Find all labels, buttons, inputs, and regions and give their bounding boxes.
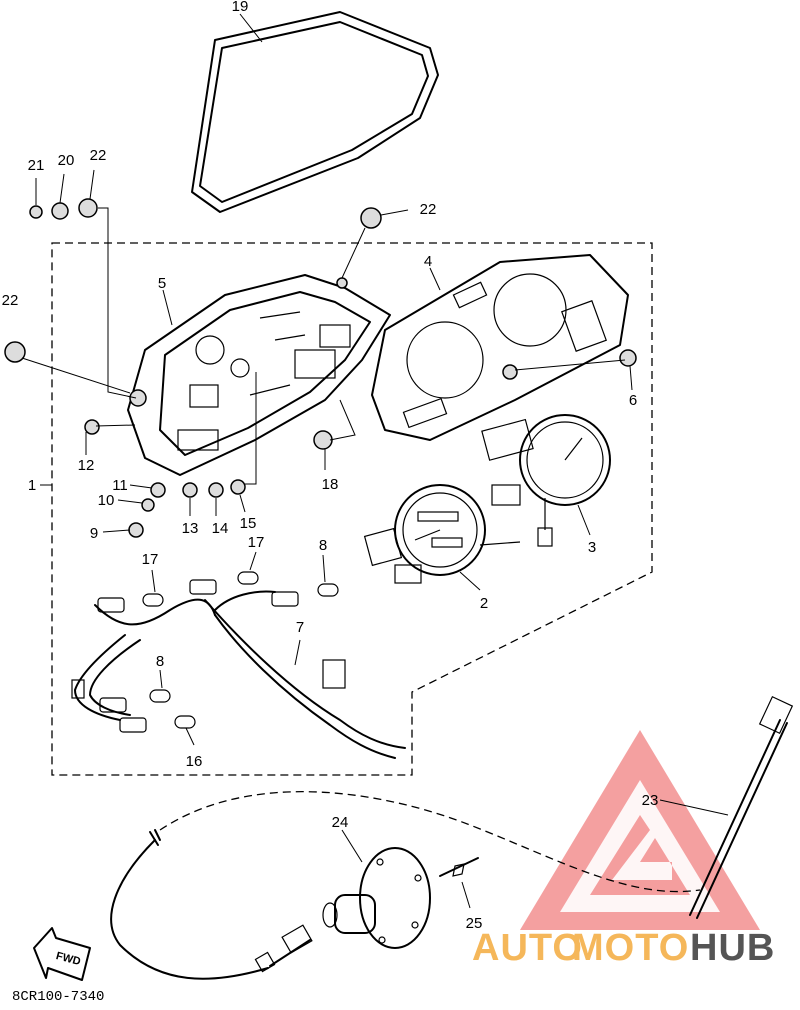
callout-10: 10: [98, 492, 115, 509]
callouts: 19 21 20 22 22 22 5 4 6 12 18 1 11 10 9 …: [2, 0, 659, 932]
diagram-code: 8CR100-7340: [12, 989, 104, 1005]
fasteners: [4, 198, 637, 538]
callout-21: 21: [28, 157, 45, 174]
leader-lines: [21, 13, 729, 909]
meter-case-5: [127, 274, 391, 476]
callout-22-top: 22: [90, 147, 107, 164]
callout-9: 9: [90, 525, 98, 542]
callout-15: 15: [240, 515, 257, 532]
callout-8-bottom: 8: [156, 653, 164, 670]
bezel-gasket-19: [191, 11, 439, 213]
bulbs-and-sockets: [97, 571, 339, 733]
watermark-logo: AUTO MOTO HUB: [472, 730, 775, 969]
callout-12: 12: [78, 457, 95, 474]
callout-4: 4: [424, 253, 432, 270]
fwd-arrow-icon: FWD: [33, 927, 91, 981]
callout-16: 16: [186, 753, 203, 770]
callout-24: 24: [332, 814, 349, 831]
callout-2: 2: [480, 595, 488, 612]
watermark-auto: AUTO: [472, 927, 583, 969]
callout-18: 18: [322, 476, 339, 493]
wire-harness-7: [71, 590, 406, 759]
fwd-label: FWD: [55, 950, 82, 968]
meter-panel-4: [371, 254, 629, 441]
watermark-hub: HUB: [690, 927, 775, 969]
watermark-g-mark: [590, 815, 690, 895]
callout-7: 7: [296, 619, 304, 636]
meter-cable-23: [110, 695, 794, 980]
tachometer-3: [481, 414, 611, 547]
callout-19: 19: [232, 0, 249, 15]
assembly-boundary: [51, 242, 653, 776]
callout-3: 3: [588, 539, 596, 556]
callout-22-right: 22: [420, 201, 437, 218]
pin-25: [439, 857, 479, 877]
speedometer-2: [363, 484, 521, 584]
callout-25: 25: [466, 915, 483, 932]
callout-17-right: 17: [248, 534, 265, 551]
callout-6: 6: [629, 392, 637, 409]
callout-13: 13: [182, 520, 199, 537]
callout-22-left: 22: [2, 292, 19, 309]
callout-23: 23: [642, 792, 659, 809]
callout-20: 20: [58, 152, 75, 169]
watermark-moto: MOTO: [572, 927, 689, 969]
callout-1: 1: [28, 477, 36, 494]
callout-14: 14: [212, 520, 229, 537]
callout-5: 5: [158, 275, 166, 292]
drive-gear-24: [322, 847, 431, 949]
callout-11: 11: [112, 477, 128, 494]
callout-17-left: 17: [142, 551, 159, 568]
callout-8-top: 8: [319, 537, 327, 554]
